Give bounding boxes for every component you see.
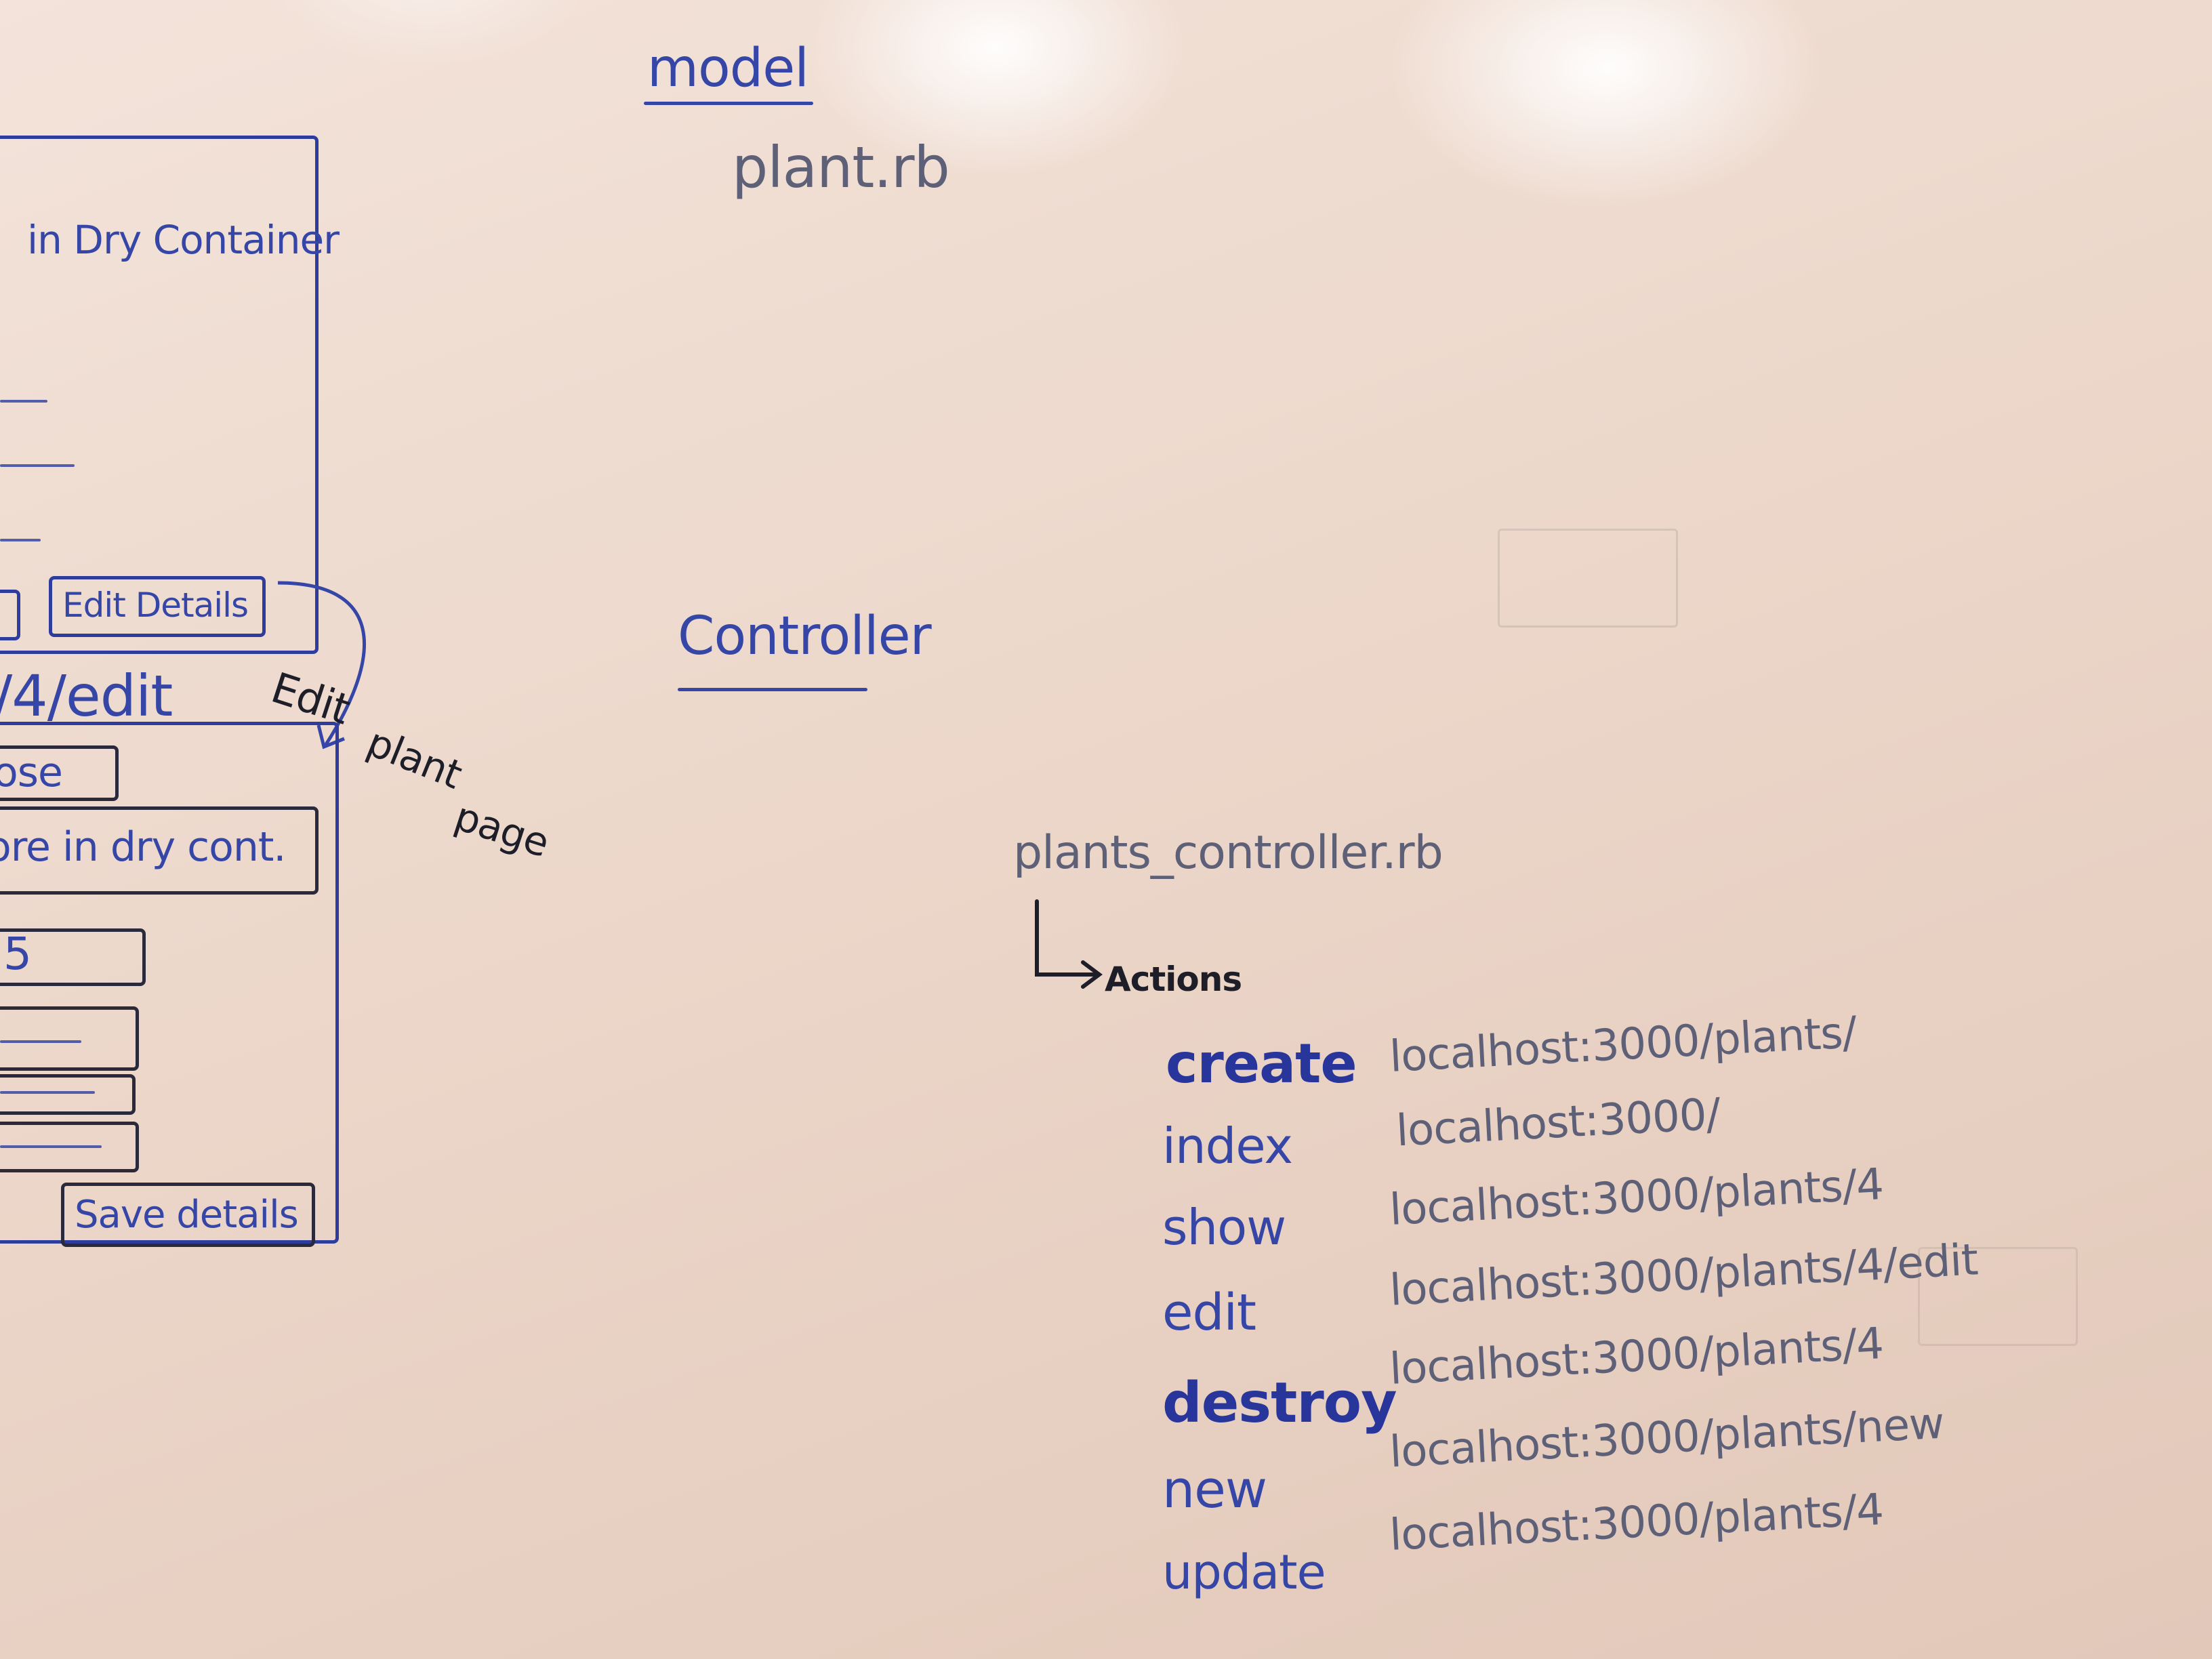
ghost-mark (1918, 1247, 2078, 1346)
sketch-save-details-label: Save details (75, 1193, 299, 1237)
glare-right (1389, 0, 1823, 210)
sketch-field-count-label: 5 (3, 928, 32, 980)
route-action-edit: edit (1162, 1284, 1256, 1342)
route-url-new: localhost:3000/plants/new (1388, 1398, 1946, 1478)
sketch-field-name (0, 745, 119, 801)
route-action-show: show (1162, 1199, 1286, 1256)
route-action-create: create (1166, 1032, 1357, 1095)
sketch-field-blank-1 (0, 1006, 139, 1071)
actions-label: Actions (1105, 960, 1242, 999)
route-url-destroy: localhost:3000/plants/4 (1388, 1318, 1885, 1395)
sketch-edit-box (0, 722, 339, 1244)
sketch-line (0, 400, 47, 403)
sketch-line (0, 539, 41, 541)
sketch-line (0, 1145, 102, 1148)
controller-heading-underline (678, 688, 867, 691)
route-action-new: new (1162, 1459, 1267, 1519)
sketch-save-details-button (61, 1183, 315, 1247)
controller-file: plants_controller.rb (1013, 826, 1443, 880)
glare-top (258, 0, 596, 68)
sketch-edit-note-2: plant (361, 718, 468, 798)
sketch-box-title: in Dry Container (27, 217, 340, 263)
model-heading-underline (644, 102, 813, 105)
sketch-small-button (0, 590, 20, 640)
route-action-index: index (1162, 1118, 1293, 1174)
model-file: plant.rb (732, 134, 950, 201)
sketch-field-name-label: ose (0, 749, 63, 796)
sketch-line (0, 1091, 95, 1094)
ghost-mark (1498, 529, 1678, 628)
controller-heading: Controller (678, 606, 932, 667)
route-action-destroy: destroy (1162, 1371, 1397, 1435)
sketch-field-blank-3 (0, 1122, 139, 1172)
sketch-edit-path: /4/edit (0, 663, 173, 729)
route-action-update: update (1162, 1544, 1326, 1600)
model-heading: model (647, 38, 809, 99)
sketch-field-store-label: ore in dry cont. (0, 823, 286, 871)
route-url-create: localhost:3000/plants/ (1388, 1008, 1858, 1082)
route-url-show: localhost:3000/plants/4 (1388, 1159, 1885, 1236)
sketch-line (0, 464, 75, 467)
sketch-edit-note-3: page (449, 792, 554, 867)
route-url-edit: localhost:3000/plants/4/edit (1388, 1235, 1979, 1316)
sketch-field-count (0, 928, 146, 986)
route-url-update: localhost:3000/plants/4 (1388, 1484, 1885, 1561)
actions-arrow-icon (1035, 899, 1103, 989)
sketch-field-blank-2 (0, 1074, 136, 1115)
sketch-show-box (0, 136, 319, 654)
sketch-field-store (0, 806, 319, 895)
sketch-edit-details-label: Edit Details (62, 586, 249, 625)
route-url-index: localhost:3000/ (1395, 1089, 1721, 1157)
sketch-edit-details-button (49, 576, 266, 637)
sketch-line (0, 1040, 81, 1043)
